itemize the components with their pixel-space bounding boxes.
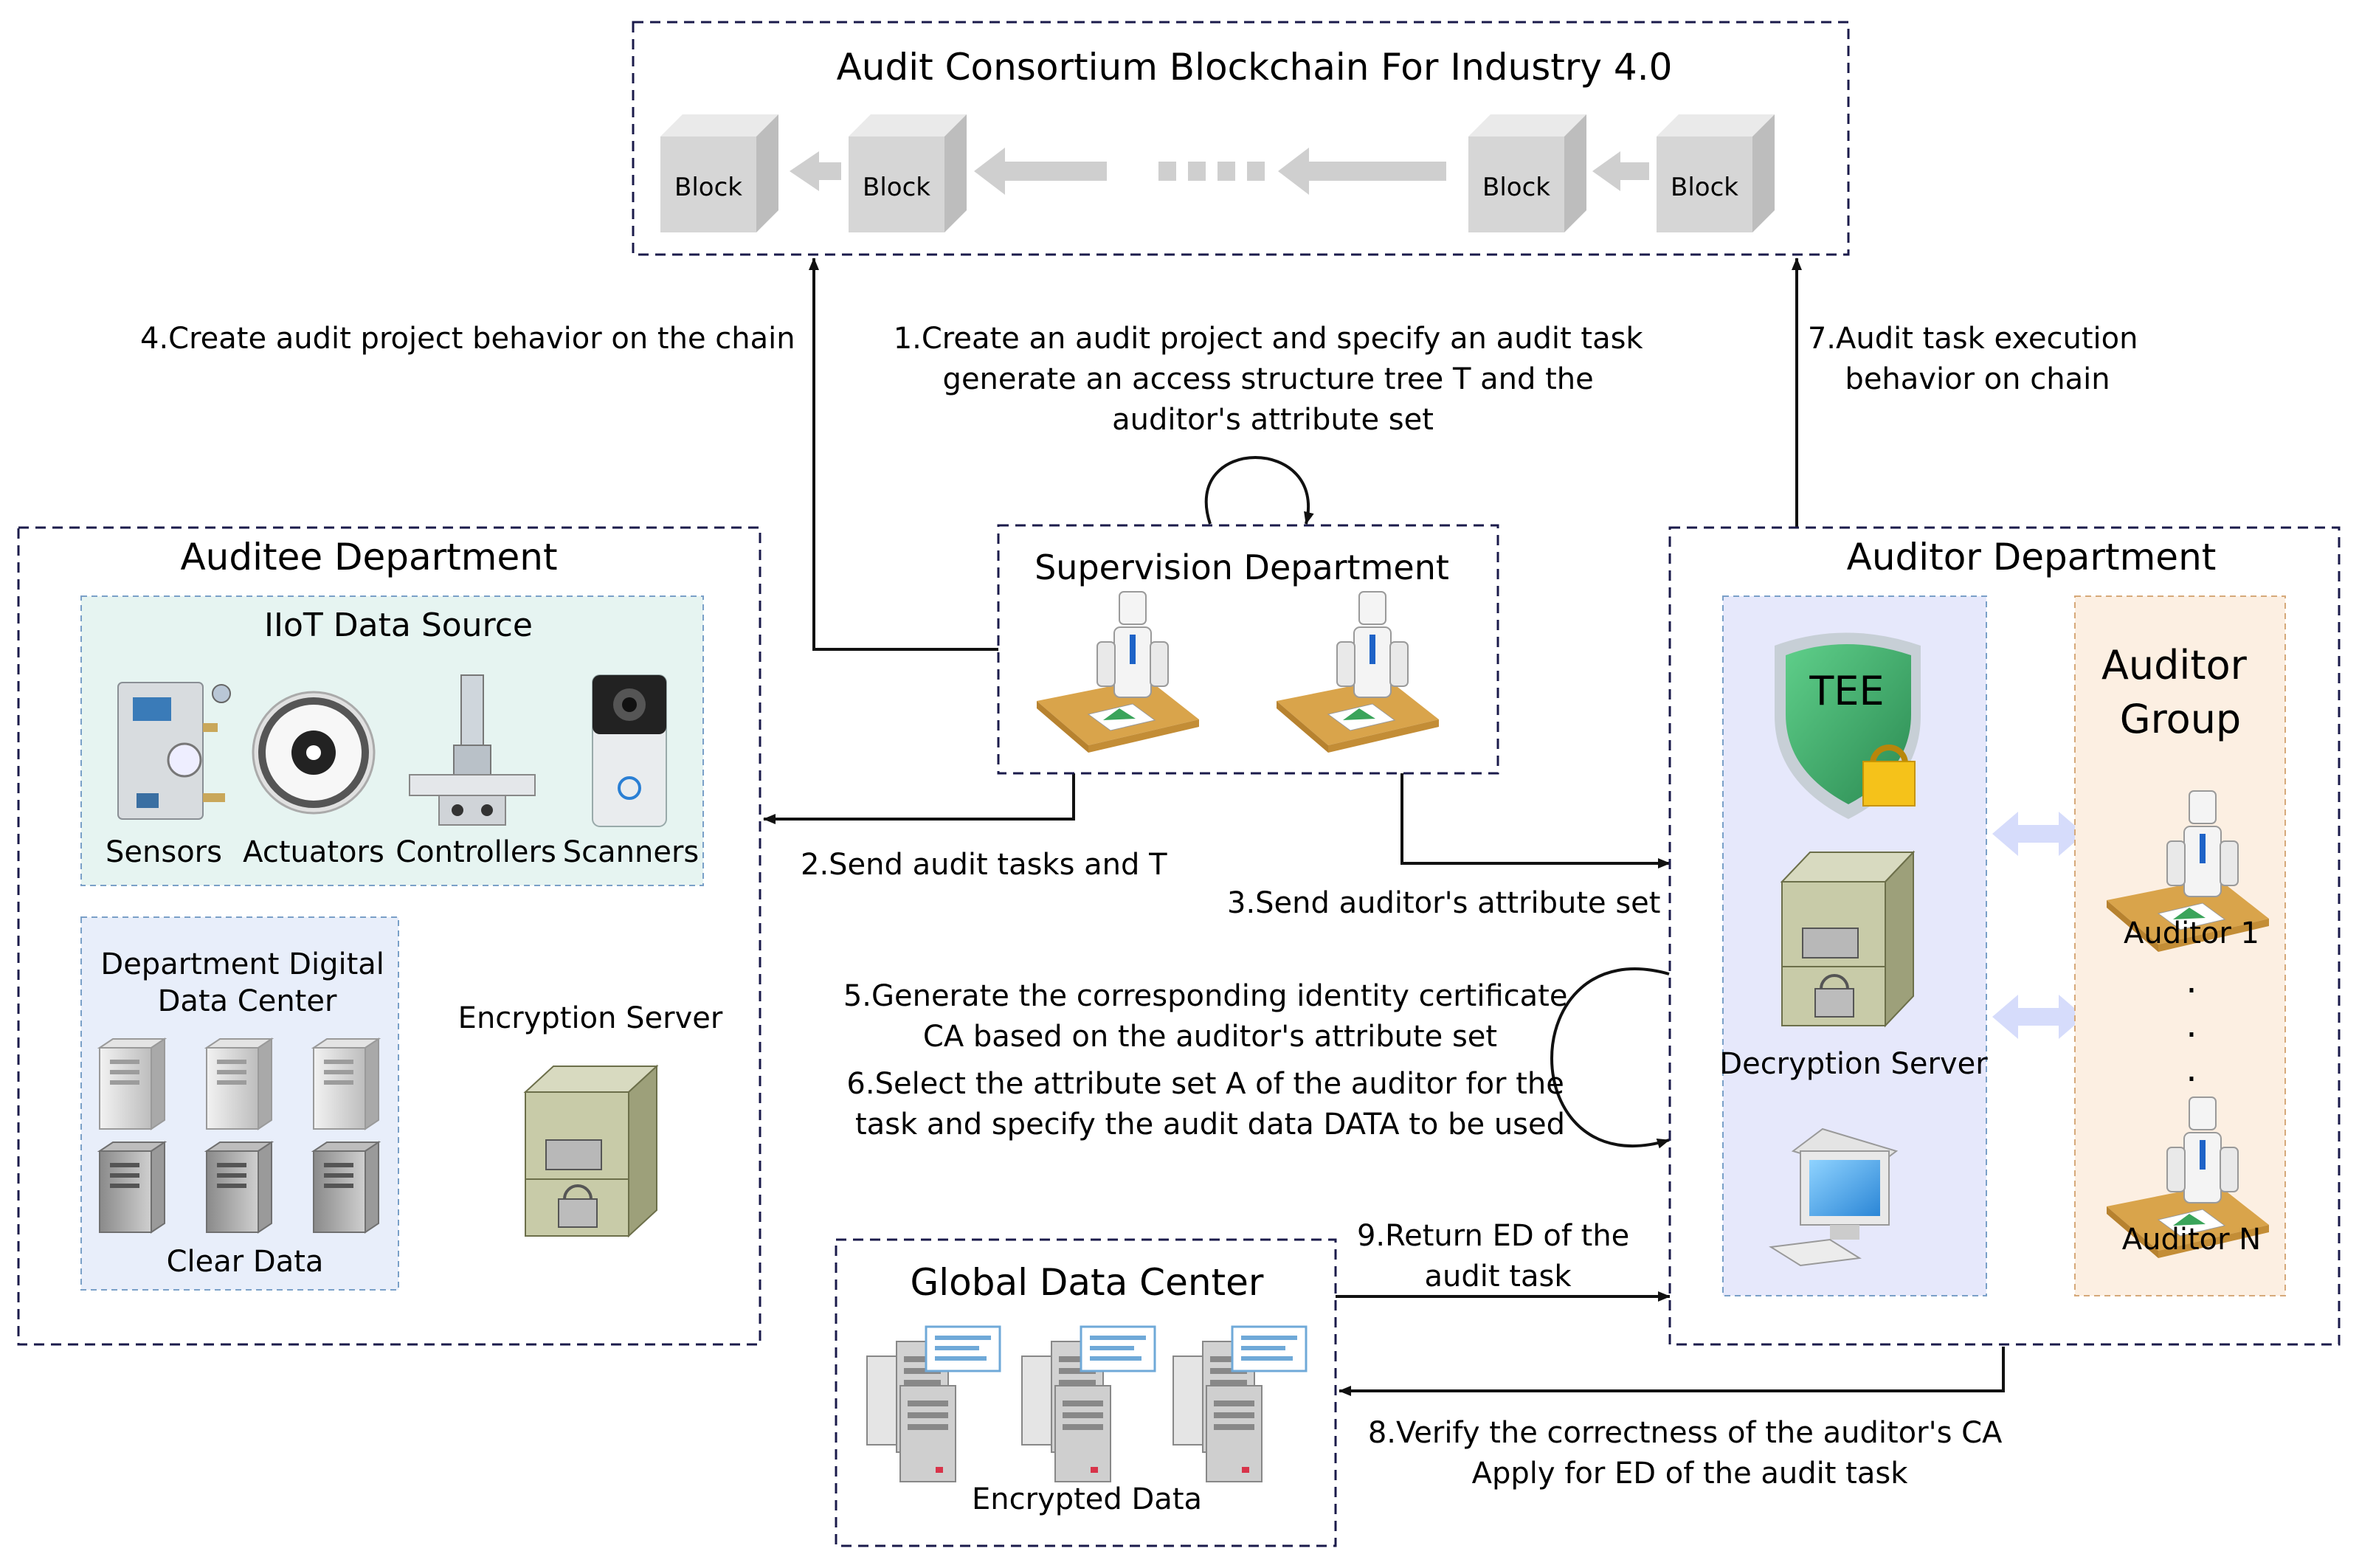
iiot-title: IIoT Data Source <box>264 607 533 644</box>
block-4: Block <box>1657 114 1775 232</box>
step5-label: 5.Generate the corresponding identity ce… <box>843 979 1577 1054</box>
device-actuators-label: Actuators <box>243 835 384 869</box>
step6-label: 6.Select the attribute set A of the audi… <box>846 1067 1573 1142</box>
arrow-step1-loop <box>1204 456 1314 525</box>
block-2-label: Block <box>863 173 930 202</box>
ddc-title: Department Digital Data Center <box>100 947 393 1018</box>
decryption-server-icon <box>1780 850 1916 1028</box>
scanners-icon <box>592 674 667 827</box>
sensors-icon <box>117 682 231 820</box>
auditor-n-label: Auditor N <box>2122 1223 2261 1257</box>
block-2: Block <box>849 114 967 232</box>
block-1-label: Block <box>674 173 742 202</box>
blockchain-frame <box>632 21 1850 256</box>
encryption-server-label: Encryption Server <box>458 1001 723 1035</box>
arrow-step2 <box>763 773 1075 824</box>
block-4-label: Block <box>1671 173 1738 202</box>
tee-label: TEE <box>1809 668 1884 714</box>
auditee-title: Auditee Department <box>180 536 557 578</box>
blockchain-title: Audit Consortium Blockchain For Industry… <box>837 46 1673 89</box>
server-icon <box>313 1142 379 1233</box>
ddc-footer: Clear Data <box>167 1245 324 1279</box>
step2-label: 2.Send audit tasks and T <box>801 848 1167 882</box>
arrow-step8 <box>1339 1347 2005 1396</box>
block-1: Block <box>660 114 778 232</box>
step7-label: 7.Audit task execution behavior on chain <box>1808 322 2147 396</box>
encryption-server-icon <box>523 1064 659 1238</box>
computer-icon <box>1769 1127 1899 1267</box>
ellipsis-dot: . <box>2186 1004 2197 1046</box>
ellipsis-dot: . <box>2186 960 2197 1001</box>
step1-label: 1.Create an audit project and specify an… <box>894 322 1653 437</box>
controllers-icon <box>409 674 536 826</box>
block-3-label: Block <box>1482 173 1550 202</box>
step8-label: 8.Verify the correctness of the auditor'… <box>1368 1416 2011 1491</box>
arrow-step3 <box>1400 773 1671 868</box>
server-icon <box>206 1038 272 1130</box>
global-footer: Encrypted Data <box>972 1482 1202 1516</box>
device-controllers-label: Controllers <box>396 835 556 869</box>
arrow-step56-loop <box>1550 967 1670 1149</box>
auditor-group-title: Auditor Group <box>2101 642 2259 742</box>
block-3: Block <box>1468 114 1586 232</box>
decryption-server-label: Decryption Server <box>1719 1047 1988 1081</box>
arrow-step4 <box>809 258 998 651</box>
auditor-1-label: Auditor 1 <box>2124 916 2259 950</box>
step3-label: 3.Send auditor's attribute set <box>1227 886 1660 920</box>
step9-label: 9.Return ED of the audit task <box>1357 1219 1639 1294</box>
step4-label: 4.Create audit project behavior on the c… <box>140 322 795 356</box>
supervision-title: Supervision Department <box>1035 548 1449 587</box>
server-icon <box>313 1038 379 1130</box>
ellipsis-dot: . <box>2186 1049 2197 1090</box>
server-icon <box>99 1142 165 1233</box>
auditor-title: Auditor Department <box>1847 536 2217 578</box>
link-arrows <box>1992 812 2085 1039</box>
server-icon <box>99 1038 165 1130</box>
device-sensors-label: Sensors <box>106 835 222 869</box>
server-icon <box>206 1142 272 1233</box>
device-scanners-label: Scanners <box>563 835 700 869</box>
global-title: Global Data Center <box>911 1261 1264 1304</box>
tee-shield-icon <box>1775 632 1921 819</box>
actuators-icon <box>252 691 376 815</box>
chain-arrows <box>790 148 1649 195</box>
